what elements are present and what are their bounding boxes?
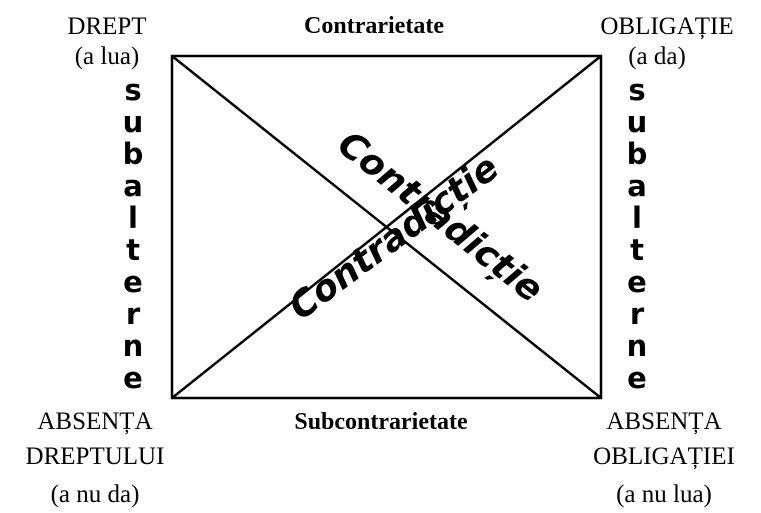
corner-top-right-title: OBLIGAȚIE: [600, 13, 733, 40]
corner-bottom-left-line1: ABSENȚA: [37, 408, 152, 435]
square-frame: [170, 54, 603, 400]
corner-top-left-title: DREPT: [67, 13, 146, 40]
corner-bottom-left-line3: (a nu da): [51, 481, 140, 508]
corner-top-right-subtitle: (a da): [628, 43, 686, 70]
edge-label-bottom: Subcontrarietate: [294, 409, 468, 435]
corner-top-left-subtitle: (a lua): [75, 43, 140, 70]
corner-bottom-right-line2: OBLIGAȚIEI: [593, 443, 735, 470]
edge-label-top: Contrarietate: [304, 13, 444, 39]
corner-bottom-right-line1: ABSENȚA: [606, 408, 721, 435]
corner-bottom-left-line2: DREPTULUI: [26, 443, 165, 470]
rising-diagonal-line: [171, 55, 602, 399]
corner-bottom-right-line3: (a nu lua): [616, 481, 712, 508]
